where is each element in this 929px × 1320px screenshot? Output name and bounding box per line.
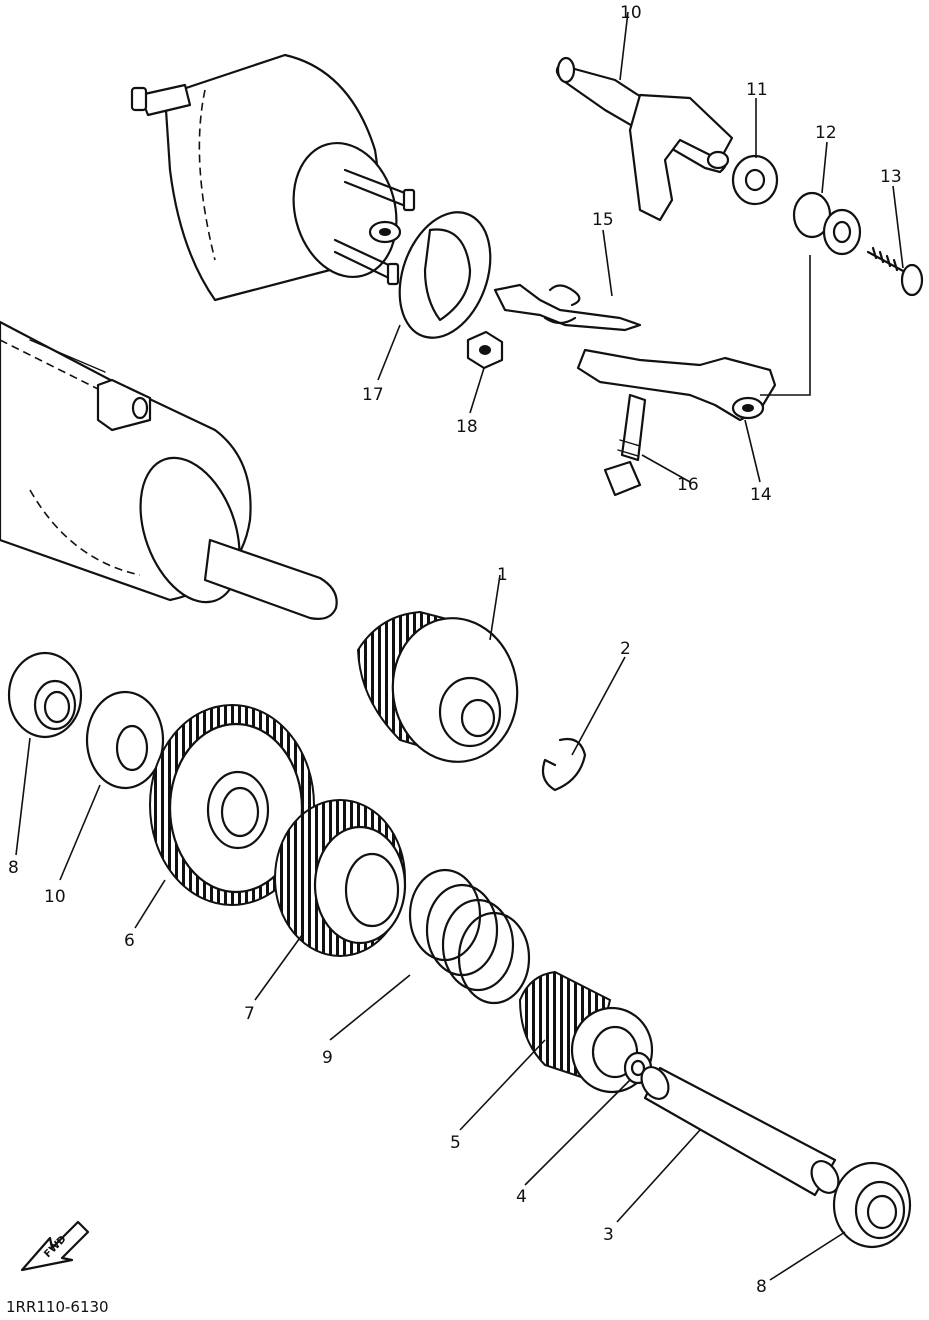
callout-labels: 10 11 12 13 15 17 18 16 14 1 2 8 10 6 7 … <box>8 3 902 1297</box>
callout-15: 14 <box>750 485 772 505</box>
roller <box>792 191 862 256</box>
callout-16: 15 <box>592 210 614 230</box>
nut <box>466 330 504 370</box>
spacer <box>85 690 165 790</box>
callout-1: 1 <box>497 565 508 585</box>
clutch-hub <box>518 970 654 1094</box>
callout-4: 4 <box>516 1187 527 1207</box>
callout-12: 11 <box>746 80 768 100</box>
callout-11: 10 <box>620 3 642 23</box>
callout-18: 17 <box>362 385 384 405</box>
shaft <box>640 1066 840 1197</box>
starter-motor <box>0 320 338 620</box>
drawing-code: 1RR110-6130 <box>6 1298 109 1315</box>
callout-2: 2 <box>620 639 631 659</box>
callout-8-right: 8 <box>756 1277 767 1297</box>
compression-spring <box>408 868 531 1005</box>
shift-shaft <box>555 56 734 222</box>
callout-13: 12 <box>815 123 837 143</box>
stopper-lever <box>576 348 777 422</box>
spring <box>493 283 642 332</box>
leader-lines <box>15 11 904 1281</box>
idle-gear-small <box>274 799 407 957</box>
callout-10: 10 <box>44 887 66 907</box>
screw <box>866 246 924 297</box>
bearing-left <box>7 651 83 739</box>
idle-gear-large <box>149 704 315 906</box>
fwd-arrow-icon: FWD <box>20 1220 90 1272</box>
callout-17: 16 <box>677 475 699 495</box>
callout-7: 7 <box>244 1004 255 1024</box>
callout-3: 3 <box>603 1225 614 1245</box>
callout-14: 13 <box>880 167 902 187</box>
collar <box>731 154 779 206</box>
callout-19: 18 <box>456 417 478 437</box>
bolt <box>603 393 647 497</box>
bearing-right <box>832 1161 912 1249</box>
callout-9: 9 <box>322 1048 333 1068</box>
circlip <box>541 737 587 792</box>
gasket <box>398 211 492 339</box>
callout-6: 6 <box>124 931 135 951</box>
callout-8-left: 8 <box>8 858 19 878</box>
starter-clutch <box>356 610 519 763</box>
callout-5: 5 <box>450 1133 461 1153</box>
starter-solenoid <box>130 53 416 302</box>
